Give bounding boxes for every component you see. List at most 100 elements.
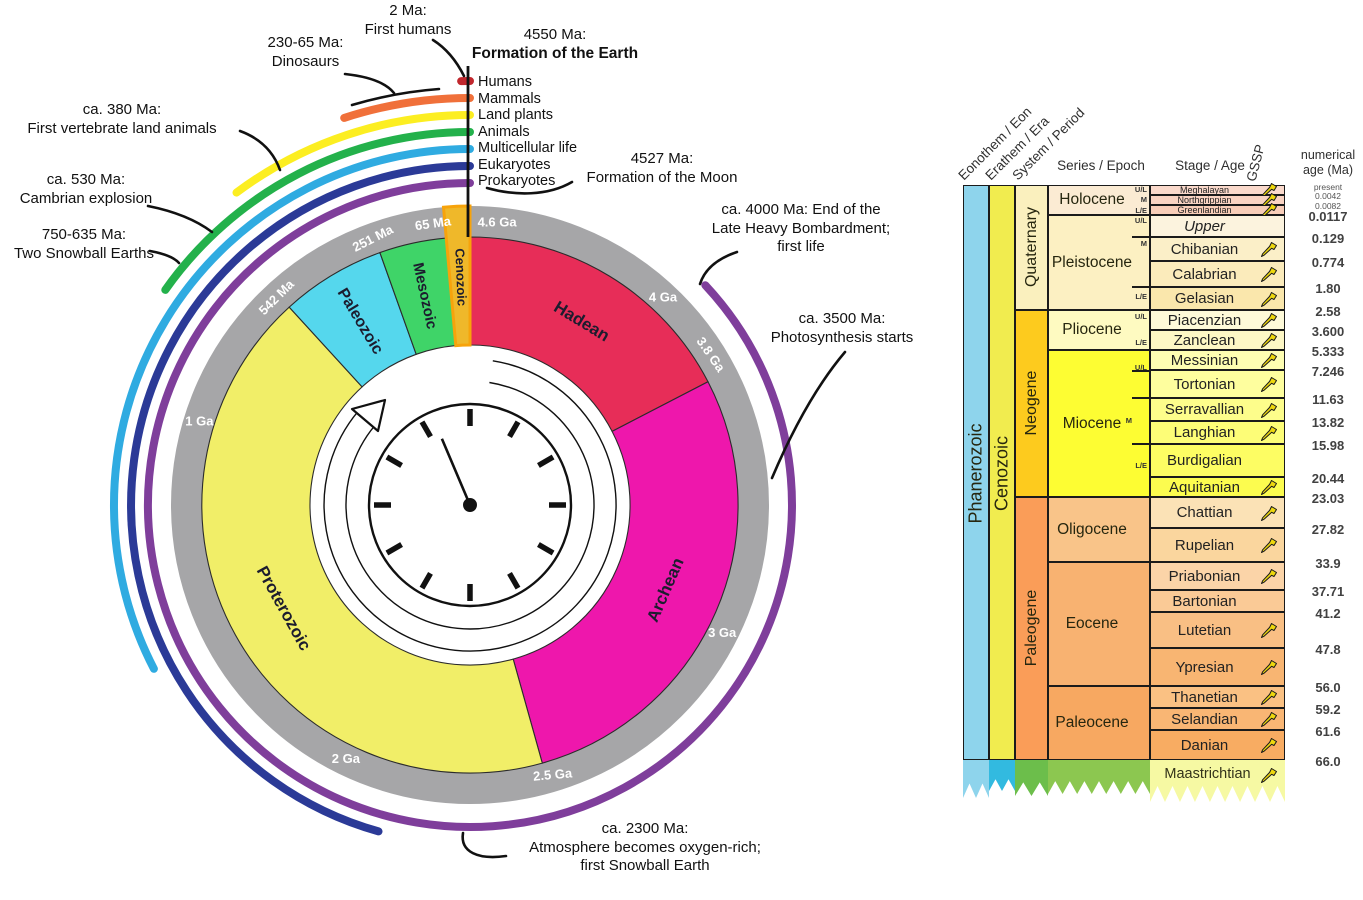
gssp-golden-spike-icon <box>1261 333 1277 348</box>
epoch-cell-pliocene <box>1048 310 1150 350</box>
era-label-cenozoic: Cenozoic <box>991 435 1012 511</box>
era-label-cenozoic: Cenozoic <box>452 248 470 306</box>
stage-label-maastrichtian: Maastrichtian <box>1164 766 1251 782</box>
life-arc-prokaryotes <box>143 179 796 831</box>
annotation-formation-moon: 4527 Ma:Formation of the Moon <box>556 150 768 187</box>
stage-label-langhian: Langhian <box>1173 424 1236 441</box>
epoch-label-holocene: Holocene <box>1059 191 1125 208</box>
stage-cell-aquitanian <box>1150 477 1285 497</box>
sub-epoch-tick <box>1132 370 1150 372</box>
leader-line-formation-moon <box>485 180 574 195</box>
annotation-oxygen: ca. 2300 Ma:Atmosphere becomes oxygen-ri… <box>478 820 812 876</box>
stage-label-chibanian: Chibanian <box>1170 240 1239 258</box>
annotation-line: ca. 4000 Ma: End of the <box>721 201 881 218</box>
ring-label-2-ga: 2 Ga <box>332 751 361 766</box>
gssp-golden-spike-icon <box>1261 738 1277 753</box>
clock-tick <box>507 572 521 590</box>
age-label-present: present <box>1313 182 1343 192</box>
gssp-golden-spike-icon <box>1261 768 1277 783</box>
period-cell-paleogene <box>1015 497 1048 760</box>
leader-line-cambrian <box>146 204 214 234</box>
life-arc-eukaryotes <box>127 162 474 836</box>
stage-cell-piacenzian <box>1150 310 1285 330</box>
age-label-0-0042: 0.0042 <box>1315 191 1341 201</box>
stage-label-piacenzian: Piacenzian <box>1167 311 1242 329</box>
gssp-golden-spike-icon <box>1261 690 1277 705</box>
age-label-56-0: 56.0 <box>1315 680 1341 695</box>
stage-cell-ypresian <box>1150 648 1285 686</box>
gssp-golden-spike-icon <box>1261 538 1277 553</box>
sub-epoch-label-l-e: L/E <box>1135 206 1147 215</box>
sub-epoch-tick <box>1132 397 1150 399</box>
annotation-formation-earth: 4550 Ma:Formation of the Earth <box>440 26 670 63</box>
leader-line-photosynthesis <box>770 350 847 480</box>
annotation-line: First vertebrate land animals <box>27 119 217 137</box>
stage-label-serravallian: Serravallian <box>1164 401 1245 418</box>
gssp-golden-spike-icon <box>1261 377 1277 392</box>
age-label-20-44: 20.44 <box>1311 471 1345 486</box>
legend-label-humans: Humans <box>478 74 532 90</box>
age-label-61-6: 61.6 <box>1315 724 1341 739</box>
annotation-line: first life <box>777 238 825 255</box>
sub-epoch-tick <box>1132 443 1150 445</box>
annotation-photosynthesis: ca. 3500 Ma:Photosynthesis starts <box>742 310 942 347</box>
annotation-line: 750-635 Ma: <box>41 226 127 243</box>
gssp-golden-spike-icon <box>1261 480 1277 495</box>
gssp-golden-spike-icon <box>1261 660 1277 675</box>
age-label-3-600: 3.600 <box>1311 324 1345 339</box>
age-label-5-333: 5.333 <box>1311 344 1345 359</box>
leader-line-snowball-earths <box>148 249 181 265</box>
sub-epoch-label-m: M <box>1140 239 1147 248</box>
leader-line-late-heavy-bombardment <box>698 250 739 286</box>
stage-label-zanclean: Zanclean <box>1173 331 1236 349</box>
stage-cell-selandian <box>1150 708 1285 730</box>
clock-tick <box>419 420 433 438</box>
life-arc-multicellular <box>109 145 474 673</box>
sub-epoch-label-u-l: U/L <box>1134 312 1147 321</box>
annotation-line: Two Snowball Earths <box>13 244 155 262</box>
annotation-line: ca. 380 Ma: <box>82 101 162 118</box>
stage-cell-thanetian <box>1150 686 1285 708</box>
gssp-golden-spike-icon <box>1261 712 1277 727</box>
age-label-0-0082: 0.0082 <box>1315 201 1341 211</box>
epoch-label-paleocene: Paleocene <box>1055 714 1129 731</box>
ring-label-65-ma: 65 Ma <box>414 213 453 233</box>
stage-label-calabrian: Calabrian <box>1172 265 1237 283</box>
era-cell <box>989 185 1015 760</box>
life-arc-land-plants <box>232 111 474 197</box>
header-age-line2: age (Ma) <box>1302 163 1354 177</box>
stage-cell-burdigalian <box>1150 444 1285 477</box>
age-label-2-58: 2.58 <box>1315 304 1341 319</box>
era-wedge-hadean <box>469 236 709 433</box>
sub-epoch-label-u-l: U/L <box>1134 216 1147 225</box>
stage-cell-danian <box>1150 730 1285 760</box>
gssp-golden-spike-icon <box>1261 353 1277 368</box>
ring-label-4-6-ga: 4.6 Ga <box>478 215 518 230</box>
gssp-golden-spike-icon <box>1261 291 1277 307</box>
ring-label-4-ga: 4 Ga <box>649 289 678 304</box>
eon-cell <box>963 185 989 760</box>
header-age-line1: numerical <box>1300 148 1356 162</box>
epoch-label-eocene: Eocene <box>1065 615 1119 632</box>
ring-label-2-5-ga: 2.5 Ga <box>533 765 574 783</box>
age-label-59-2: 59.2 <box>1315 702 1341 717</box>
leader-line-vertebrates <box>238 129 282 172</box>
stage-cell-messinian <box>1150 350 1285 370</box>
era-wedge-archean <box>512 380 739 764</box>
epoch-label-pleistocene: Pleistocene <box>1051 253 1133 271</box>
sub-epoch-label-m: M <box>1140 195 1147 204</box>
gssp-golden-spike-icon <box>1261 569 1277 584</box>
age-label-13-82: 13.82 <box>1311 415 1345 430</box>
epoch-cell-oligocene <box>1048 497 1150 562</box>
eon-label-phanerozoic: Phanerozoic <box>965 422 986 524</box>
gssp-golden-spike-icon <box>1261 505 1277 521</box>
clock-tick <box>385 454 403 468</box>
stage-cell-tortonian <box>1150 370 1285 398</box>
gssp-golden-spike-icon <box>1261 267 1277 282</box>
stage-cell-zanclean <box>1150 330 1285 350</box>
clock-hand-pivot <box>463 498 477 512</box>
annotation-line: ca. 3500 Ma: <box>798 310 886 327</box>
clock-tick <box>507 420 521 438</box>
